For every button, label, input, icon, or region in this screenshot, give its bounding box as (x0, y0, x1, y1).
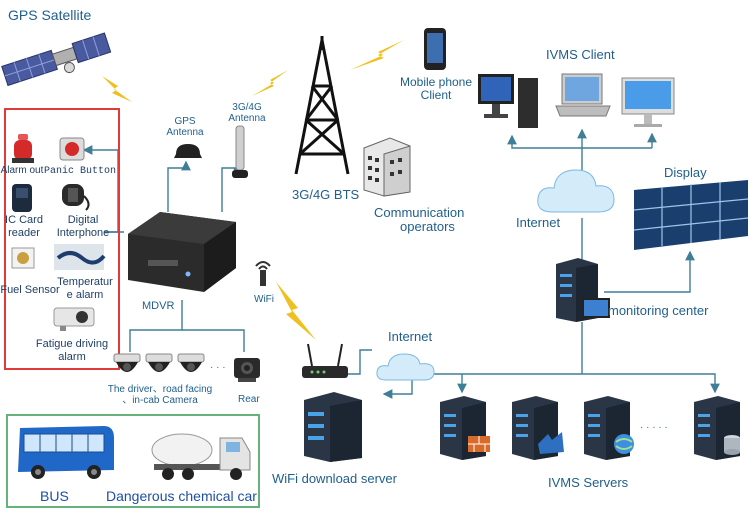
wifi-signal-icon (272, 280, 320, 342)
antenna-3g4g-label: 3G/4G Antenna (228, 102, 266, 124)
camera-dots: · · · (210, 362, 226, 373)
wifi-download-server-icon (300, 388, 370, 464)
desktop-computer-icon (476, 72, 542, 134)
monitoring-server-icon (552, 256, 612, 324)
mdvr-label: MDVR (142, 300, 175, 312)
dome-camera-icon (176, 352, 206, 378)
ivms-server-icon (580, 392, 640, 462)
internet-bottom-label: Internet (388, 329, 433, 344)
bus-icon (14, 422, 118, 482)
dome-camera-icon (144, 352, 174, 378)
ivms-client-label: IVMS Client (546, 47, 615, 62)
dome-camera-icon (112, 352, 142, 378)
wifi-icon (254, 258, 272, 288)
wifi-label: WiFi (254, 294, 274, 305)
alarm-out-label: Alarm out (0, 165, 44, 176)
chemical-truck-icon (146, 428, 254, 484)
cameras-label: The driver、road facing 、in-cab Camera (107, 384, 213, 406)
fuel-sensor-label: Fuel Sensor (0, 284, 60, 296)
cell-tower-icon (286, 36, 358, 178)
ivms-server-icon (508, 392, 568, 462)
display-label: Display (664, 165, 707, 180)
laptop-icon (554, 72, 612, 120)
panic-button-label: Panic Button (44, 166, 117, 177)
vehicles-box (6, 414, 260, 508)
ivms-server-icon (436, 392, 496, 462)
internet-top-label: Internet (516, 215, 561, 230)
3g4g-antenna-icon (230, 124, 250, 180)
bus-label: BUS (40, 488, 69, 504)
wireless-signal-icon (248, 68, 292, 98)
chemical-car-label: Dangerous chemical car (106, 488, 257, 504)
ic-card-reader-icon (10, 182, 34, 214)
mobile-phone-icon (422, 26, 448, 72)
wireless-signal-icon (100, 72, 136, 106)
vehicle-sensors-box (4, 108, 120, 370)
server-dots: · · · · · (640, 422, 668, 433)
fuel-sensor-icon (10, 246, 36, 270)
ivms-servers-label: IVMS Servers (548, 475, 629, 490)
temperature-sensor-icon (52, 242, 106, 272)
internet-cloud-icon (374, 350, 438, 384)
video-wall-icon (630, 180, 750, 252)
wireless-signal-icon (348, 38, 406, 72)
wifi-server-label: WiFi download server (272, 471, 397, 486)
gps-satellite-label: GPS Satellite (8, 7, 92, 23)
interphone-icon (56, 182, 92, 212)
wifi-router-icon (300, 342, 350, 382)
mobile-client-label: Mobile phone Client (399, 75, 473, 103)
alarm-light-icon (10, 132, 36, 164)
digital-interphone-label: Digital Interphone (56, 214, 110, 239)
rear-camera-label: Rear (238, 394, 260, 405)
gps-antenna-icon (172, 140, 206, 162)
mdvr-device-icon (124, 206, 240, 296)
monitoring-center-label: monitoring center (608, 303, 709, 318)
operators-label: Communication operators (374, 205, 465, 235)
fatigue-camera-icon (52, 304, 98, 332)
operators-building-icon (360, 134, 414, 198)
panic-button-icon (58, 136, 86, 162)
ic-card-reader-label: IC Card reader (5, 214, 43, 239)
internet-cloud-icon (534, 162, 618, 218)
temperature-alarm-label: Temperatur e alarm (57, 276, 113, 301)
gps-antenna-label: GPS Antenna (166, 116, 204, 138)
gps-satellite-icon (0, 18, 120, 90)
fatigue-alarm-label: Fatigue driving alarm (35, 338, 109, 363)
bts-label: 3G/4G BTS (292, 187, 360, 202)
ivms-server-icon (690, 392, 746, 462)
imac-icon (620, 76, 676, 134)
rear-camera-icon (232, 354, 262, 384)
